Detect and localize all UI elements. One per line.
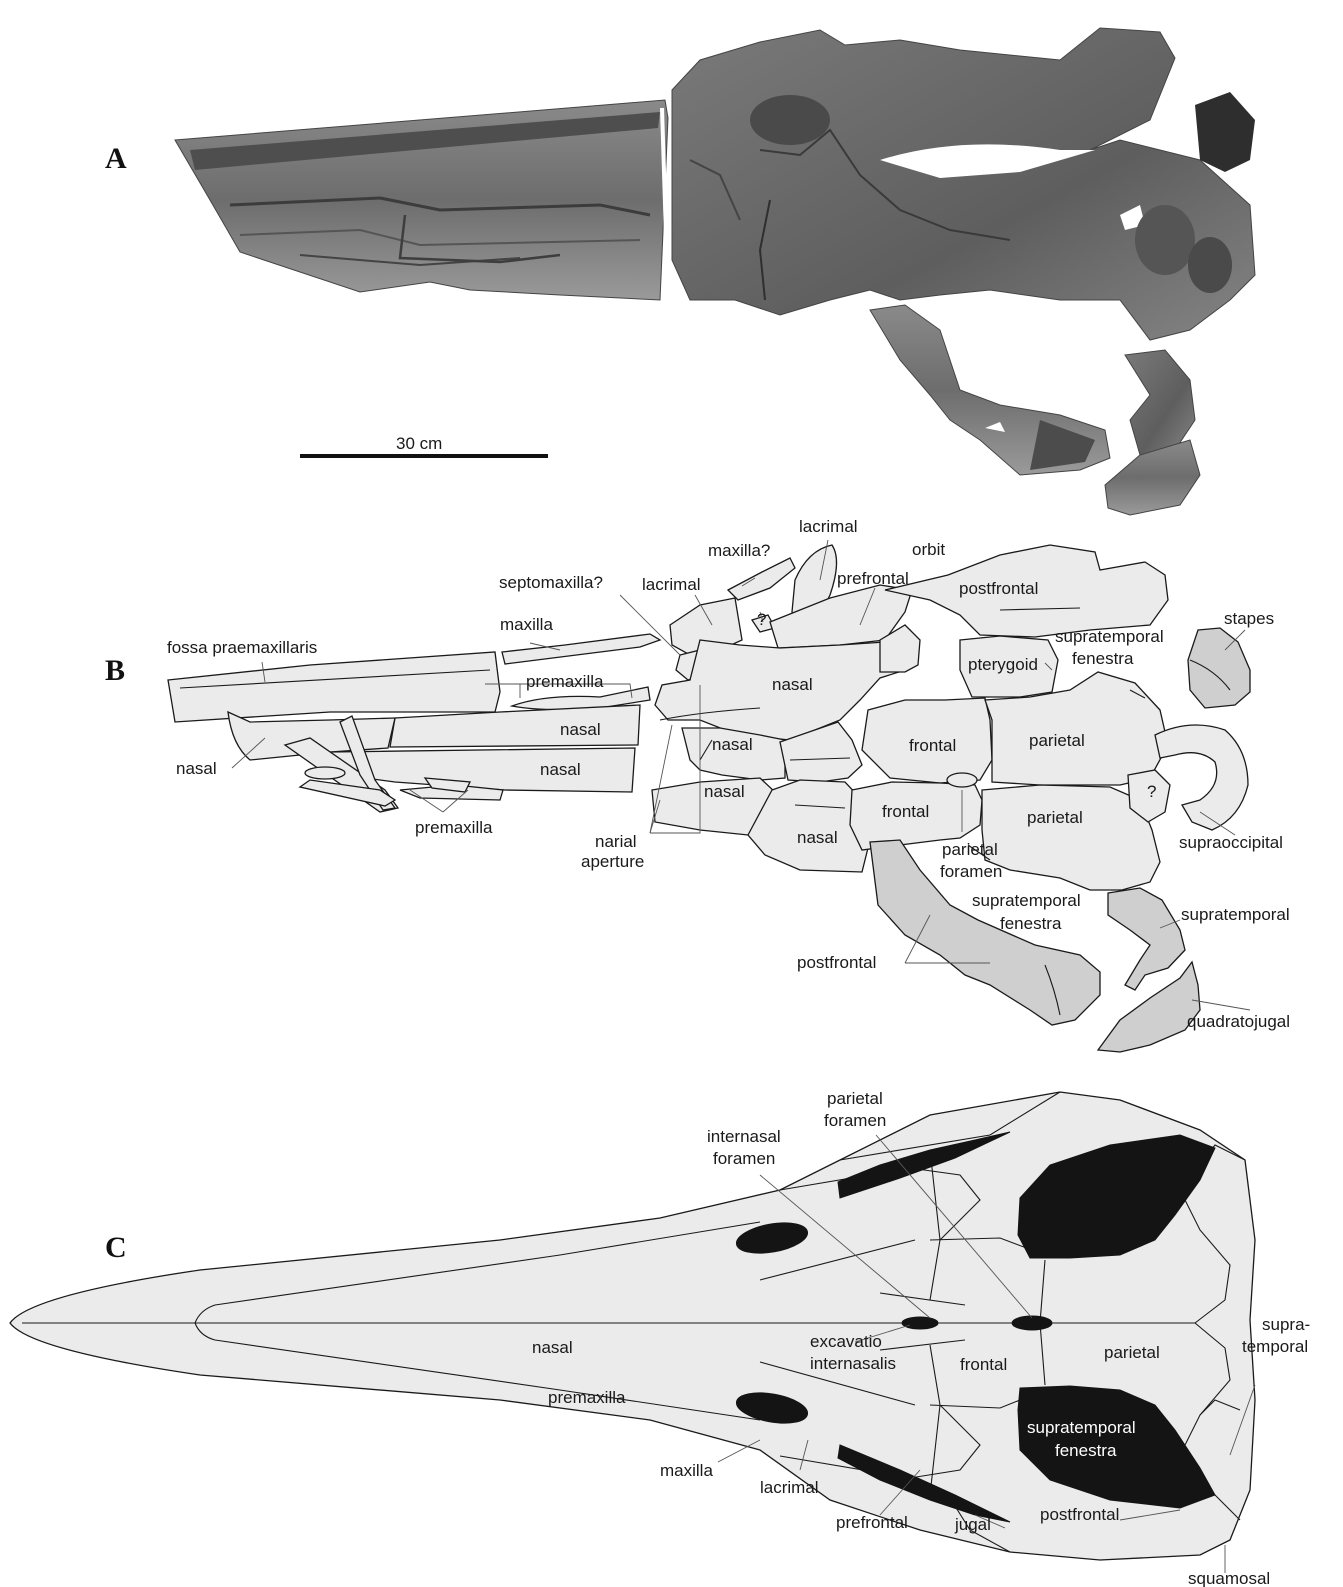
label-prefrontal: prefrontal (837, 569, 909, 588)
label-premaxilla-1: premaxilla (526, 672, 604, 691)
label-maxilla-q: maxilla? (708, 541, 770, 560)
supratemporal-grey-bone (1108, 888, 1185, 990)
label-c-internasal-foramen-a: internasal (707, 1127, 781, 1146)
label-aperture: aperture (581, 852, 644, 871)
label-c-supratemporal-fenestra-a: supratemporal (1027, 1418, 1136, 1437)
label-nasal-7: nasal (797, 828, 838, 847)
label-frontal-2: frontal (882, 802, 929, 821)
fossa-premaxilla-bone (168, 652, 500, 722)
label-postfrontal-top: postfrontal (959, 579, 1038, 598)
panel-c: C (10, 1089, 1310, 1587)
label-c-parietal: parietal (1104, 1343, 1160, 1362)
label-c-nasal: nasal (532, 1338, 573, 1357)
label-parietal-2: parietal (1027, 808, 1083, 827)
label-postfrontal-bottom: postfrontal (797, 953, 876, 972)
label-pterygoid: pterygoid (968, 655, 1038, 674)
label-c-excavatio-b: internasalis (810, 1354, 896, 1373)
parietal-foramen-b (947, 773, 977, 787)
label-c-supratemporal-b: temporal (1242, 1337, 1308, 1356)
label-fossa-praemaxillaris: fossa praemaxillaris (167, 638, 317, 657)
panel-a: A (105, 28, 1255, 515)
fossil-photo (175, 28, 1255, 515)
label-supraoccipital: supraoccipital (1179, 833, 1283, 852)
label-parietal-foramen-a: parietal (942, 840, 998, 859)
label-parietal-foramen-b: foramen (940, 862, 1002, 881)
label-nasal-5: nasal (176, 759, 217, 778)
label-quadratojugal: quadratojugal (1187, 1012, 1290, 1031)
label-orbit: orbit (912, 540, 945, 559)
panel-label-a: A (105, 142, 127, 175)
panel-label-c: C (105, 1231, 127, 1264)
label-premaxilla-2: premaxilla (415, 818, 493, 837)
label-c-squamosal: squamosal (1188, 1569, 1270, 1587)
label-nasal-2: nasal (560, 720, 601, 739)
label-parietal-1: parietal (1029, 731, 1085, 750)
scale-bar-label: 30 cm (396, 434, 442, 453)
label-stapes: stapes (1224, 609, 1274, 628)
label-c-prefrontal: prefrontal (836, 1513, 908, 1532)
label-nasal-4: nasal (540, 760, 581, 779)
label-supratemporal-fenestra-1b: fenestra (1072, 649, 1134, 668)
label-c-maxilla: maxilla (660, 1461, 713, 1480)
label-nasal-1: nasal (772, 675, 813, 694)
label-frontal-1: frontal (909, 736, 956, 755)
label-question-2: ? (1147, 782, 1156, 801)
label-lacrimal: lacrimal (642, 575, 701, 594)
stapes-bone (1188, 628, 1250, 708)
label-narial: narial (595, 832, 637, 851)
label-nasal-3: nasal (712, 735, 753, 754)
label-c-lacrimal: lacrimal (760, 1478, 819, 1497)
label-supratemporal-fenestra-1a: supratemporal (1055, 627, 1164, 646)
label-c-parietal-foramen-a: parietal (827, 1089, 883, 1108)
label-c-internasal-foramen-b: foramen (713, 1149, 775, 1168)
label-maxilla: maxilla (500, 615, 553, 634)
label-c-postfrontal: postfrontal (1040, 1505, 1119, 1524)
internasal-foramen (902, 1317, 938, 1329)
label-c-premaxilla: premaxilla (548, 1388, 626, 1407)
label-c-supratemporal-a: supra- (1262, 1315, 1310, 1334)
label-c-supratemporal-fenestra-b: fenestra (1055, 1441, 1117, 1460)
label-c-jugal: jugal (954, 1515, 991, 1534)
label-septomaxilla-q: septomaxilla? (499, 573, 603, 592)
premaxilla-fragment-oval (305, 767, 345, 779)
label-supratemporal: supratemporal (1181, 905, 1290, 924)
label-question-1: ? (757, 610, 766, 629)
maxilla-bone (502, 634, 660, 664)
quadratojugal-grey-bone (1098, 962, 1200, 1052)
label-supratemporal-fenestra-2b: fenestra (1000, 914, 1062, 933)
stapes-bone-outline (1155, 725, 1248, 830)
label-c-excavatio-a: excavatio (810, 1332, 882, 1351)
label-supratemporal-fenestra-2a: supratemporal (972, 891, 1081, 910)
label-lacrimal-top: lacrimal (799, 517, 858, 536)
panel-label-b: B (105, 654, 125, 687)
label-nasal-6: nasal (704, 782, 745, 801)
maxilla-q-bone (728, 558, 795, 600)
label-c-parietal-foramen-b: foramen (824, 1111, 886, 1130)
parietal-foramen (1012, 1316, 1052, 1330)
label-c-frontal: frontal (960, 1355, 1007, 1374)
panel-b: B (105, 517, 1290, 1052)
